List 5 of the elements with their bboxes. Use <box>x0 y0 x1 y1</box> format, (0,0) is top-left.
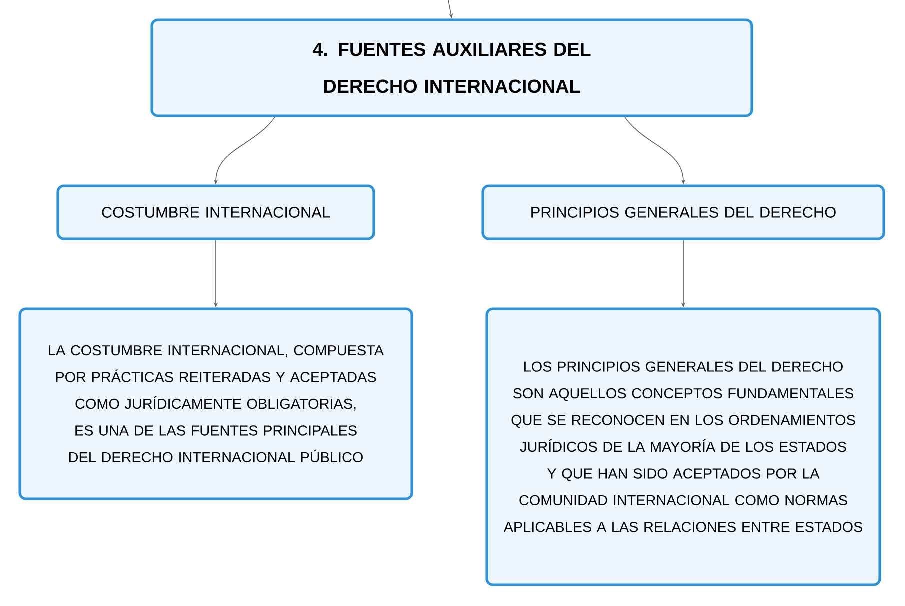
topic-box: COSTUMBRE INTERNACIONAL <box>56 184 376 240</box>
description-box: LA COSTUMBRE INTERNACIONAL, COMPUESTA POR PRÁCTICAS REITERADAS Y ACEPTADAS COMO JURÍDICAMENTE OBLIGATORIAS, ES UNA DE LAS FUENTES PRINCIPALES DEL DERECHO INTERNACIONAL PÚBLICO <box>18 308 414 500</box>
description-box: LOS PRINCIPIOS GENERALES DEL DERECHO SON AQUELLOS CONCEPTOS FUNDAMENTALES QUE SE RECONOCEN EN LOS ORDENAMIENTOS JURÍDICOS DE LA MAYORÍA DE LOS ESTADOS Y QUE HAN SIDO ACEPTADOS POR LA COMUNIDAD INTERNACIONAL COMO NORMAS APLICABLES A LAS RELACIONES ENTRE ESTADOS <box>486 308 882 586</box>
title-box: 4. FUENTES AUXILIARES DEL DERECHO INTERNACIONAL <box>150 18 754 118</box>
topic-box: PRINCIPIOS GENERALES DEL DERECHO <box>482 184 886 240</box>
